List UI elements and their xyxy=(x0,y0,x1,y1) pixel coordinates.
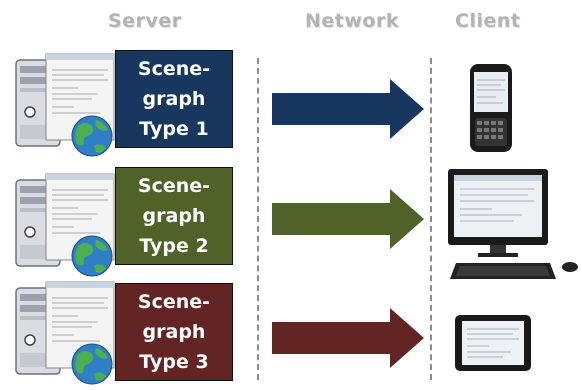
smartphone-icon xyxy=(470,64,512,152)
scene-graph-type-3-box: Scene-graph Type 3 xyxy=(115,283,233,381)
desktop-computer-icon xyxy=(448,169,578,279)
server-computer-icon xyxy=(8,278,118,390)
server-header: Server xyxy=(108,10,182,32)
server-computer-icon xyxy=(8,50,118,162)
type-2-arrow xyxy=(272,189,424,249)
scene-graph-type-2-box: Scene-graph Type 2 xyxy=(115,167,233,265)
type-label: Type 3 xyxy=(139,351,209,373)
server-computer-icon xyxy=(8,170,118,282)
type-label: Type 1 xyxy=(139,118,209,140)
client-header: Client xyxy=(455,10,521,32)
server-network-divider xyxy=(257,58,259,380)
tablet-icon xyxy=(455,315,531,371)
network-client-divider xyxy=(430,58,432,380)
scene-graph-type-1-box: Scene-graph Type 1 xyxy=(115,50,233,148)
scene-graph-label: Scene-graph xyxy=(137,58,211,110)
type-label: Type 2 xyxy=(139,235,209,257)
type-1-arrow xyxy=(272,79,424,139)
scene-graph-label: Scene-graph xyxy=(137,175,211,227)
type-3-arrow xyxy=(272,308,424,368)
scene-graph-label: Scene-graph xyxy=(137,291,211,343)
network-header: Network xyxy=(305,10,399,32)
